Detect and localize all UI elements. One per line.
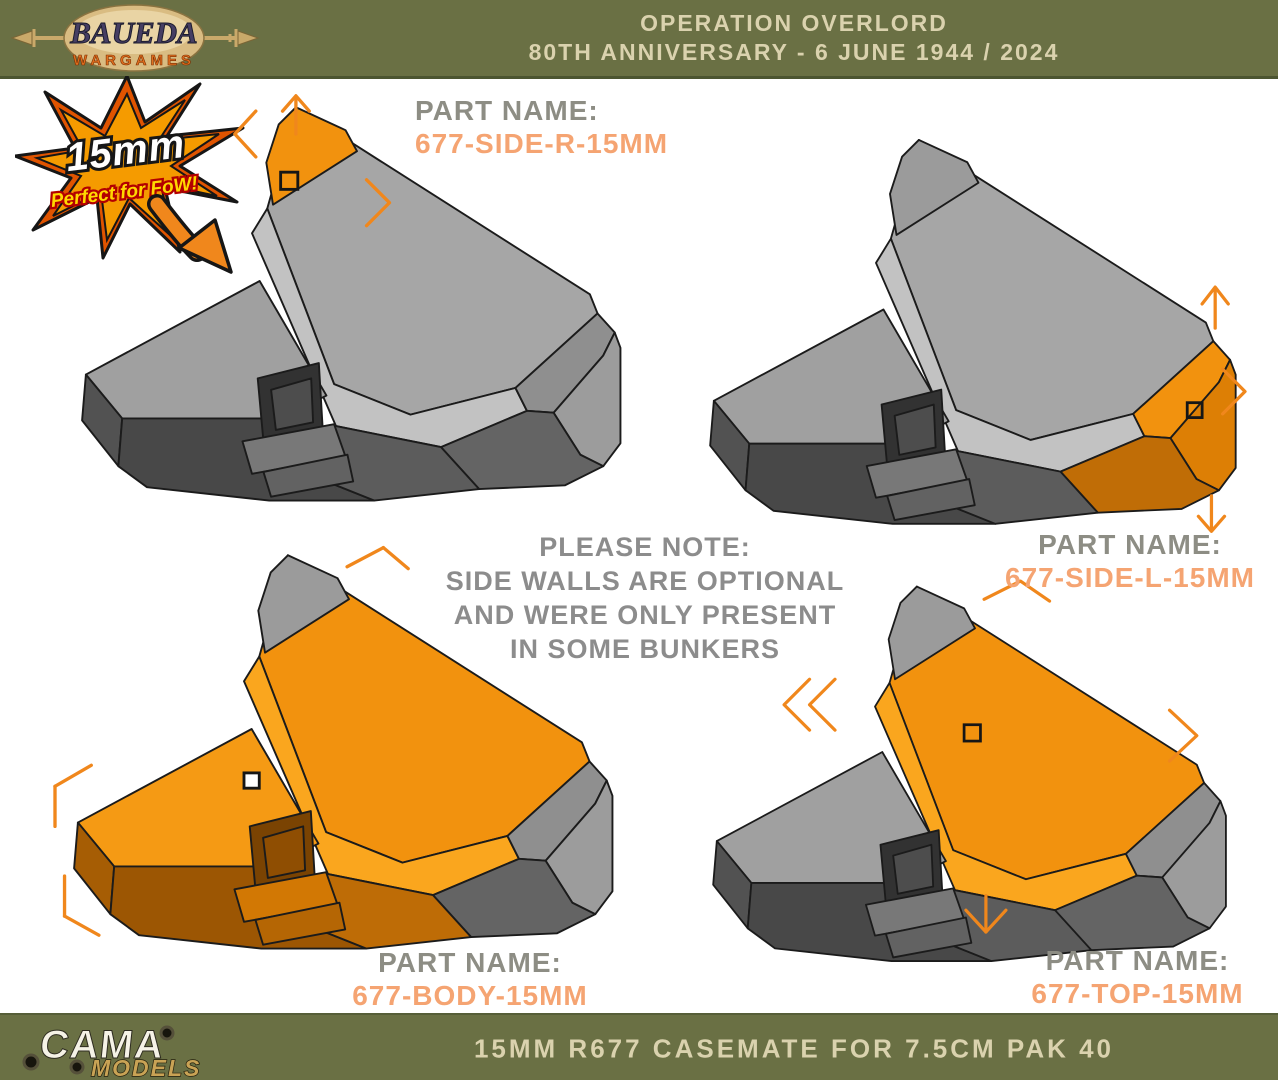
part-label-side-l: PART NAME: 677-SIDE-L-15MM [985, 528, 1275, 594]
logo-oval-highlight [76, 10, 192, 54]
part-name: 677-TOP-15MM [1031, 978, 1244, 1009]
part-marker-square [279, 170, 300, 191]
model-view-side-r [81, 94, 622, 502]
dimension-arrows [53, 545, 410, 937]
footer-logo-primary-text: CAMA [38, 1023, 167, 1067]
header-title-line2: 80TH ANNIVERSARY - 6 JUNE 1944 / 2024 [528, 39, 1060, 65]
badge-arrow-icon [147, 194, 233, 274]
note-line2: SIDE WALLS ARE OPTIONAL [445, 566, 845, 596]
starburst-icon [15, 76, 245, 260]
side-walls-note: PLEASE NOTE: SIDE WALLS ARE OPTIONAL AND… [400, 530, 890, 666]
part-marker-square [962, 723, 982, 743]
logo-spear-decoration [10, 29, 260, 47]
part-marker-square [242, 771, 261, 790]
scale-badge: 15mm Perfect for FoW! [15, 76, 245, 274]
logo-primary-text: BAUEDA [69, 15, 197, 50]
header-title: OPERATION OVERLORD 80TH ANNIVERSARY - 6 … [310, 9, 1278, 67]
dimension-arrows [782, 579, 1199, 934]
part-label-caption: PART NAME: [378, 947, 562, 978]
note-line1: PLEASE NOTE: [539, 532, 751, 562]
header-bar: BAUEDA WARGAMES OPERATION OVERLORD 80TH … [0, 0, 1278, 79]
part-name: 677-SIDE-R-15MM [415, 128, 669, 159]
part-label-side-r: PART NAME: 677-SIDE-R-15MM [415, 94, 668, 160]
baueda-logo: BAUEDA WARGAMES [10, 4, 260, 72]
footer-caption: 15MM R677 CASEMATE FOR 7.5CM PAK 40 [473, 1033, 1115, 1063]
note-line3: AND WERE ONLY PRESENT [453, 600, 837, 630]
footer-logo-secondary-text: MODELS [91, 1055, 201, 1080]
model-view-side-l [709, 138, 1247, 533]
part-label-caption: PART NAME: [1045, 945, 1230, 976]
cama-models-logo: CAMA MODELS [22, 1023, 201, 1080]
part-label-body: PART NAME: 677-BODY-15MM [320, 946, 620, 1012]
dimension-arrows [233, 94, 392, 228]
header-title-line1: OPERATION OVERLORD [640, 10, 948, 36]
part-label-top: PART NAME: 677-TOP-15MM [1005, 944, 1270, 1010]
part-label-caption: PART NAME: [1038, 529, 1222, 560]
dimension-arrows [1196, 285, 1247, 533]
footer-bar: CAMA MODELS 15MM R677 CASEMATE FOR 7.5CM… [0, 1013, 1278, 1080]
part-name: 677-SIDE-L-15MM [1005, 562, 1255, 593]
model-view-top [712, 579, 1227, 963]
bullet-hole-icon [22, 1025, 175, 1075]
part-marker-square [1185, 401, 1204, 419]
note-line4: IN SOME BUNKERS [509, 634, 781, 664]
model-view-body [53, 545, 614, 950]
part-label-caption: PART NAME: [415, 95, 599, 126]
part-name: 677-BODY-15MM [352, 980, 588, 1011]
logo-secondary-text: WARGAMES [73, 52, 195, 69]
